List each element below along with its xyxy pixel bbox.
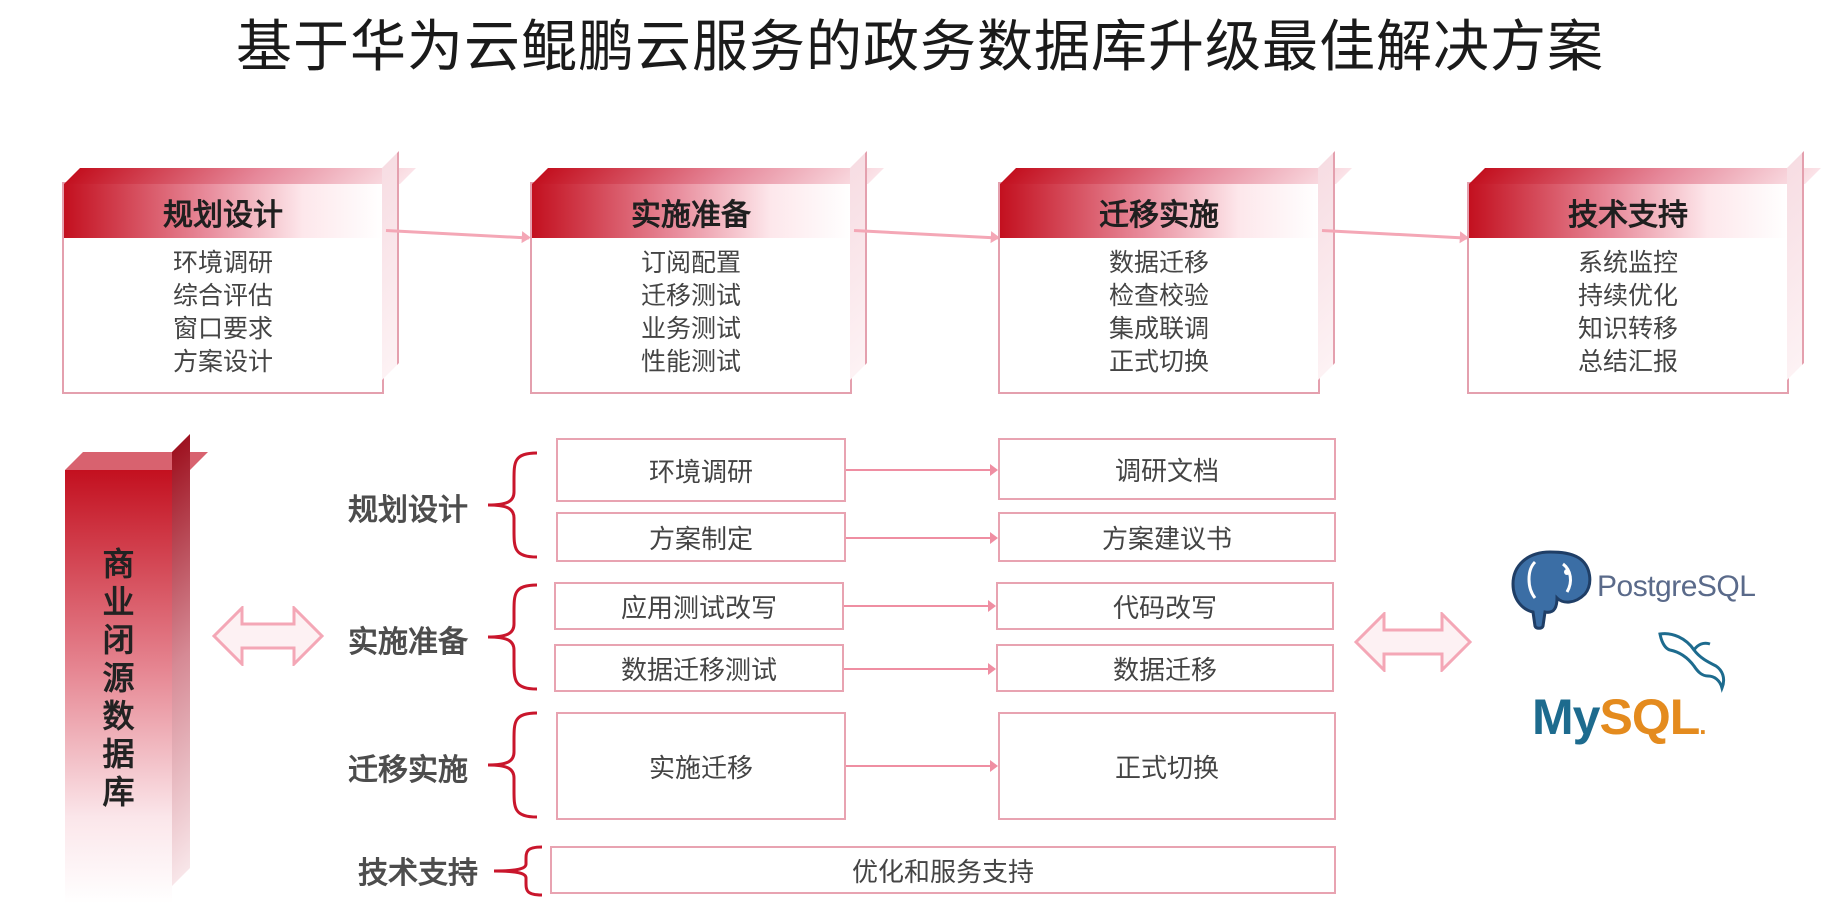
group-label-planning: 规划设计 (348, 493, 468, 528)
stage-item: 窗口要求 (172, 314, 273, 343)
stage-card-planning: 规划设计 环境调研 综合评估 窗口要求 方案设计 (62, 151, 416, 394)
result-box: 方案建议书 (998, 512, 1336, 562)
result-box: 代码改写 (996, 582, 1334, 630)
label-char: 源 (102, 659, 135, 697)
task-arrow (844, 600, 996, 612)
stage-title: 实施准备 (532, 184, 850, 238)
mysql-logo-dot: . (1699, 710, 1706, 740)
task-box: 实施迁移 (556, 712, 846, 820)
task-box: 方案制定 (556, 512, 846, 562)
stage-item: 环境调研 (172, 248, 273, 277)
card-side-face (382, 151, 399, 380)
label-char: 闭 (102, 621, 135, 659)
label-char: 业 (102, 583, 135, 621)
label-char: 商 (102, 545, 135, 583)
stage-title: 规划设计 (64, 184, 382, 238)
stage-item-list: 环境调研 综合评估 窗口要求 方案设计 (64, 246, 382, 378)
stage-item: 性能测试 (640, 347, 741, 376)
stage-card-preparation: 实施准备 订阅配置 迁移测试 业务测试 性能测试 (530, 151, 884, 394)
stage-item-list: 数据迁移 检查校验 集成联调 正式切换 (1000, 246, 1318, 378)
card-side-face (1787, 151, 1804, 380)
result-box: 调研文档 (998, 438, 1336, 500)
card-top-face (64, 168, 416, 184)
stage-item: 订阅配置 (640, 248, 741, 277)
page-title: 基于华为云鲲鹏云服务的政务数据库升级最佳解决方案 (236, 15, 1604, 80)
stage-item: 系统监控 (1577, 248, 1678, 277)
bar-front-face (65, 470, 172, 904)
stage-item: 业务测试 (640, 314, 741, 343)
mysql-logo-text: MySQL. (1532, 688, 1707, 746)
task-box-wide: 优化和服务支持 (550, 846, 1336, 894)
stage-connector-arrow (1321, 229, 1467, 240)
task-arrow (846, 532, 998, 544)
stage-card-migration: 迁移实施 数据迁移 检查校验 集成联调 正式切换 (998, 151, 1352, 394)
curly-brace-icon (487, 451, 538, 559)
group-label-migration: 迁移实施 (348, 753, 468, 788)
stage-item: 总结汇报 (1577, 347, 1678, 376)
source-database-label: 商 业 闭 源 数 据 库 (65, 545, 172, 811)
card-top-face (1000, 168, 1352, 184)
stage-item: 知识转移 (1577, 314, 1678, 343)
stage-item-list: 订阅配置 迁移测试 业务测试 性能测试 (532, 246, 850, 378)
card-top-face (1469, 168, 1821, 184)
mysql-dolphin-icon (1658, 632, 1726, 693)
label-char: 数 (102, 697, 135, 735)
task-box: 数据迁移测试 (554, 644, 844, 692)
stage-item: 正式切换 (1108, 347, 1209, 376)
result-box: 数据迁移 (996, 644, 1334, 692)
stage-item: 检查校验 (1108, 281, 1209, 310)
source-database-bar: 商 业 闭 源 数 据 库 (65, 434, 208, 904)
stage-item: 数据迁移 (1108, 248, 1209, 277)
group-label-preparation: 实施准备 (348, 625, 468, 660)
task-box: 环境调研 (556, 438, 846, 502)
double-arrow-icon (212, 606, 324, 666)
task-arrow (846, 464, 998, 476)
stage-title: 迁移实施 (1000, 184, 1318, 238)
label-char: 库 (102, 773, 135, 811)
stage-item: 方案设计 (172, 347, 273, 376)
stage-title: 技术支持 (1469, 184, 1787, 238)
mysql-logo-part: My (1532, 689, 1600, 745)
stage-item: 集成联调 (1108, 314, 1209, 343)
card-side-face (1318, 151, 1335, 380)
card-side-face (850, 151, 867, 380)
double-arrow-icon (1354, 612, 1472, 672)
curly-brace-icon (493, 845, 543, 897)
stage-item-list: 系统监控 持续优化 知识转移 总结汇报 (1469, 246, 1787, 378)
task-arrow (846, 760, 998, 772)
postgresql-logo-text: PostgreSQL (1597, 570, 1756, 603)
task-box: 应用测试改写 (554, 582, 844, 630)
task-arrow (844, 663, 996, 675)
postgresql-elephant-icon (1511, 550, 1592, 630)
stage-item: 迁移测试 (640, 281, 741, 310)
bar-side-face (172, 434, 190, 886)
stage-connector-arrow (385, 229, 529, 240)
label-char: 据 (102, 735, 135, 773)
result-box: 正式切换 (998, 712, 1336, 820)
group-label-support: 技术支持 (358, 856, 478, 891)
stage-item: 综合评估 (172, 281, 273, 310)
stage-connector-arrow (853, 229, 998, 240)
card-top-face (532, 168, 884, 184)
stage-item: 持续优化 (1577, 281, 1678, 310)
mysql-logo-part: SQL (1599, 689, 1700, 745)
curly-brace-icon (487, 711, 538, 819)
stage-card-support: 技术支持 系统监控 持续优化 知识转移 总结汇报 (1467, 151, 1821, 394)
curly-brace-icon (487, 583, 538, 691)
